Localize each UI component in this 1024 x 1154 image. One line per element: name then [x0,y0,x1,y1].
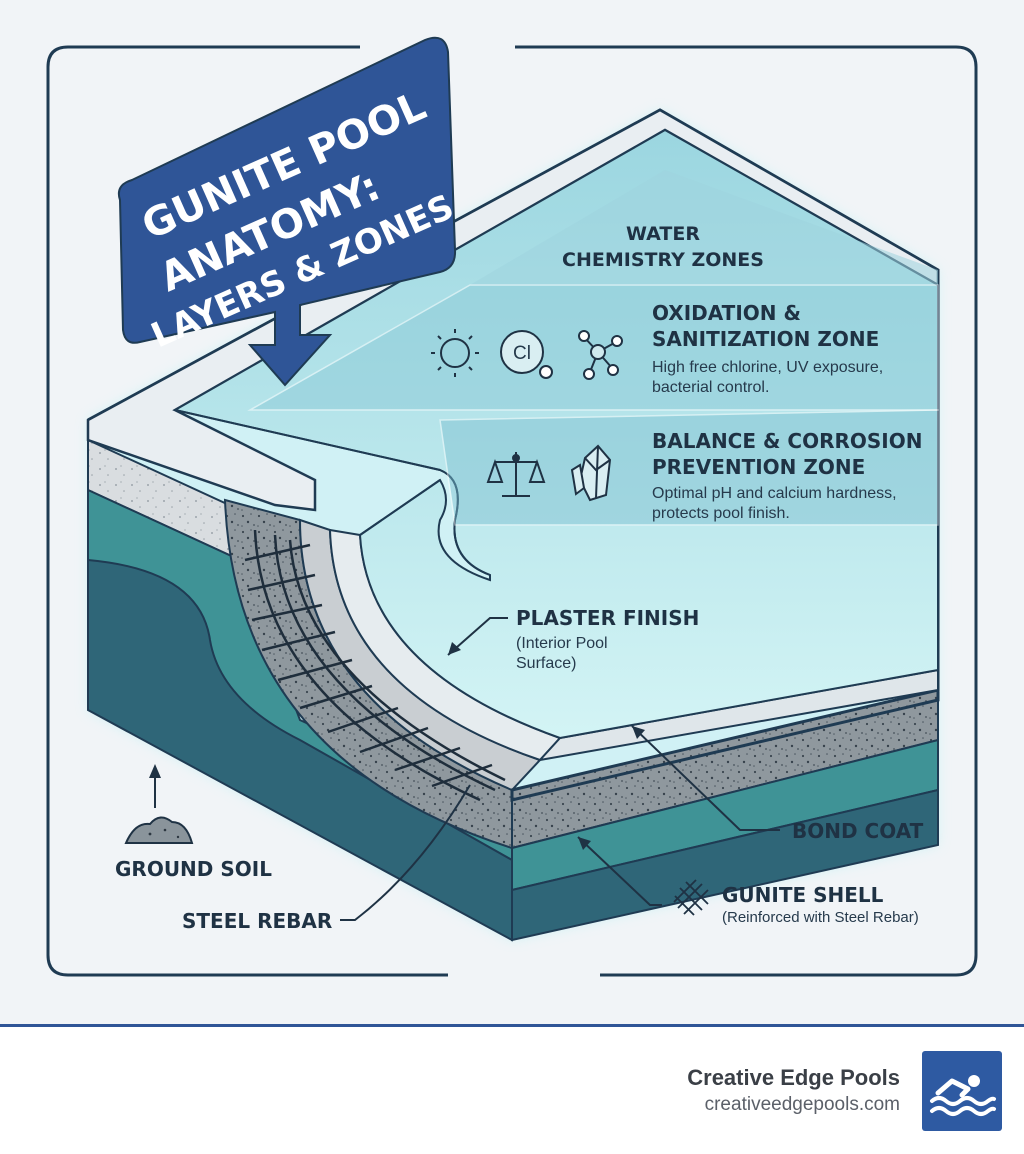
footer: Creative Edge Pools creativeedgepools.co… [0,1024,1024,1154]
zone-panel-header [470,170,938,285]
gunite-desc: (Reinforced with Steel Rebar) [722,909,919,926]
bond-title: BOND COAT [792,819,924,843]
right-face-soil-layer [511,788,939,942]
soil-pile-icon [124,816,194,844]
swimmer-icon [930,1075,996,1116]
oxidation-title-line-2: SANITIZATION ZONE [652,327,879,351]
crystal-icon [570,444,612,502]
pool-anatomy-diagram: GUNITE POOL ANATOMY: LAYERS & ZONES WATE… [46,36,978,977]
zones-header-line-2: CHEMISTRY ZONES [562,249,764,271]
balance-title-line-2: PREVENTION ZONE [652,455,865,479]
balance-desc-line-1: Optimal pH and calcium hardness, [652,485,897,502]
oxidation-desc-line-2: bacterial control. [652,379,769,396]
sun-icon [431,329,479,377]
brand-logo[interactable] [922,1051,1002,1131]
oxidation-title-line-1: OXIDATION & [652,301,801,325]
chlorine-symbol: Cl [513,343,531,364]
left-face-soil-layer [87,558,513,942]
brand-block: Creative Edge Pools creativeedgepools.co… [687,1065,900,1116]
oxidation-desc-line-1: High free chlorine, UV exposure, [652,359,883,376]
brand-url[interactable]: creativeedgepools.com [704,1094,900,1115]
mesh-icon [673,879,709,916]
title-banner: GUNITE POOL ANATOMY: LAYERS & ZONES [117,36,460,387]
plaster-title: PLASTER FINISH [516,606,699,630]
plaster-desc-line-2: Surface) [516,655,576,672]
frame-outline [46,45,978,977]
balance-title-line-1: BALANCE & CORROSION [652,429,922,453]
chlorine-icon: Cl [500,330,553,379]
soil-title: GROUND SOIL [115,857,272,881]
zone-panel-balance [439,409,939,526]
brand-name: Creative Edge Pools [687,1065,900,1090]
balance-desc-line-2: protects pool finish. [652,505,790,522]
zones-header-line-1: WATER [626,223,700,245]
scale-icon [486,452,546,497]
rebar-mesh [244,529,506,802]
rebar-title: STEEL REBAR [182,909,332,933]
gunite-title: GUNITE SHELL [722,883,884,907]
molecule-icon [578,330,623,380]
plaster-desc-line-1: (Interior Pool [516,635,608,652]
